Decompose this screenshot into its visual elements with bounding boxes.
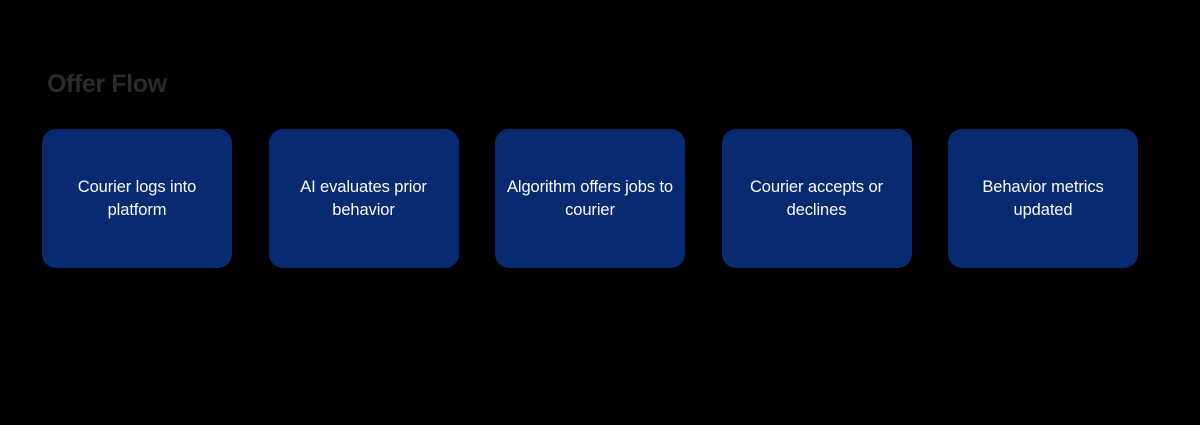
flow-step-5[interactable]: Behavior metrics updated (948, 129, 1138, 268)
flow-step-label: Courier logs into platform (77, 177, 197, 219)
flow-step-1[interactable]: Courier logs into platform (42, 129, 232, 268)
flow-step-label: Courier accepts or declines (749, 177, 883, 219)
flow-steps-row: Courier logs into platform AI evaluates … (42, 129, 1138, 268)
flow-step-3[interactable]: Algorithm offers jobs to courier (495, 129, 685, 268)
flow-step-label: Algorithm offers jobs to courier (506, 177, 674, 219)
flow-step-4[interactable]: Courier accepts or declines (721, 129, 912, 268)
page-title: Offer Flow (47, 70, 167, 98)
flow-step-2[interactable]: AI evaluates prior behavior (268, 129, 459, 268)
flow-step-label: AI evaluates prior behavior (300, 177, 427, 219)
flow-step-label: Behavior metrics updated (982, 177, 1104, 219)
